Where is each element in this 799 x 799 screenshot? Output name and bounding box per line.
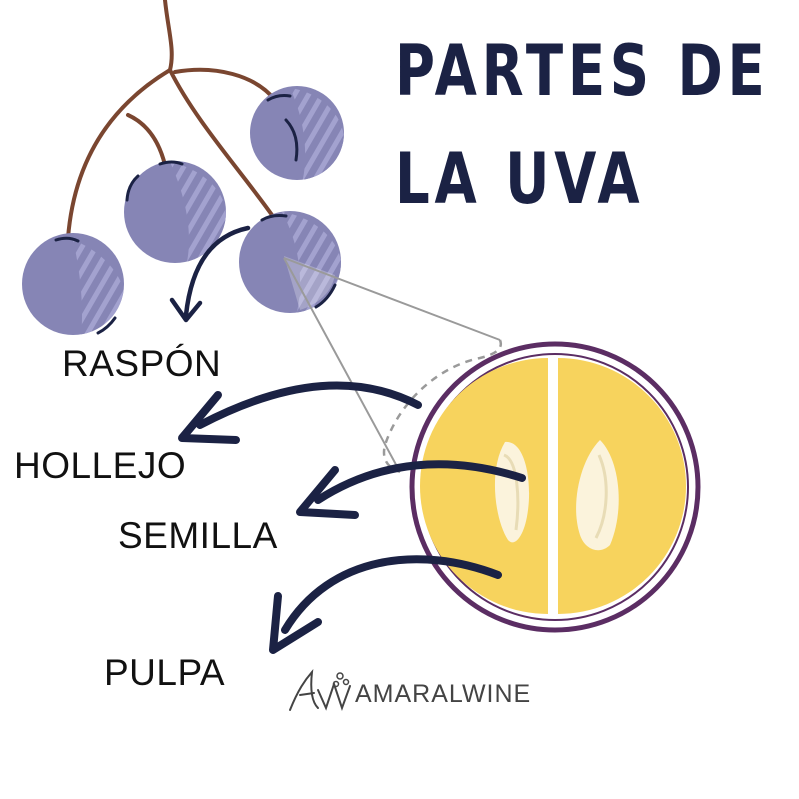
brand-name: AMARALWINE xyxy=(355,680,532,708)
grape-berry-1 xyxy=(22,233,124,335)
label-raspon: RASPÓN xyxy=(62,343,222,384)
title-line-1: PARTES DE xyxy=(395,30,770,112)
seed-left xyxy=(494,441,530,543)
arrow-raspon xyxy=(169,225,251,323)
label-semilla: SEMILLA xyxy=(118,515,278,556)
grape-berry-3 xyxy=(250,86,344,180)
aw-monogram-icon xyxy=(289,668,351,712)
arrow-pulpa xyxy=(269,555,502,654)
grape-cross-section xyxy=(409,341,701,633)
arrows xyxy=(169,225,526,654)
zoom-lines xyxy=(283,257,503,474)
title-line-2: LA UVA xyxy=(395,138,645,220)
label-pulpa: PULPA xyxy=(104,652,226,693)
grape-berry-4 xyxy=(239,211,341,313)
grape-stems xyxy=(66,0,277,240)
grape-berry-2 xyxy=(124,160,226,263)
seed-right xyxy=(576,440,619,551)
label-hollejo: HOLLEJO xyxy=(14,445,187,486)
arrow-hollejo xyxy=(178,381,422,444)
arrow-semilla xyxy=(296,460,526,519)
